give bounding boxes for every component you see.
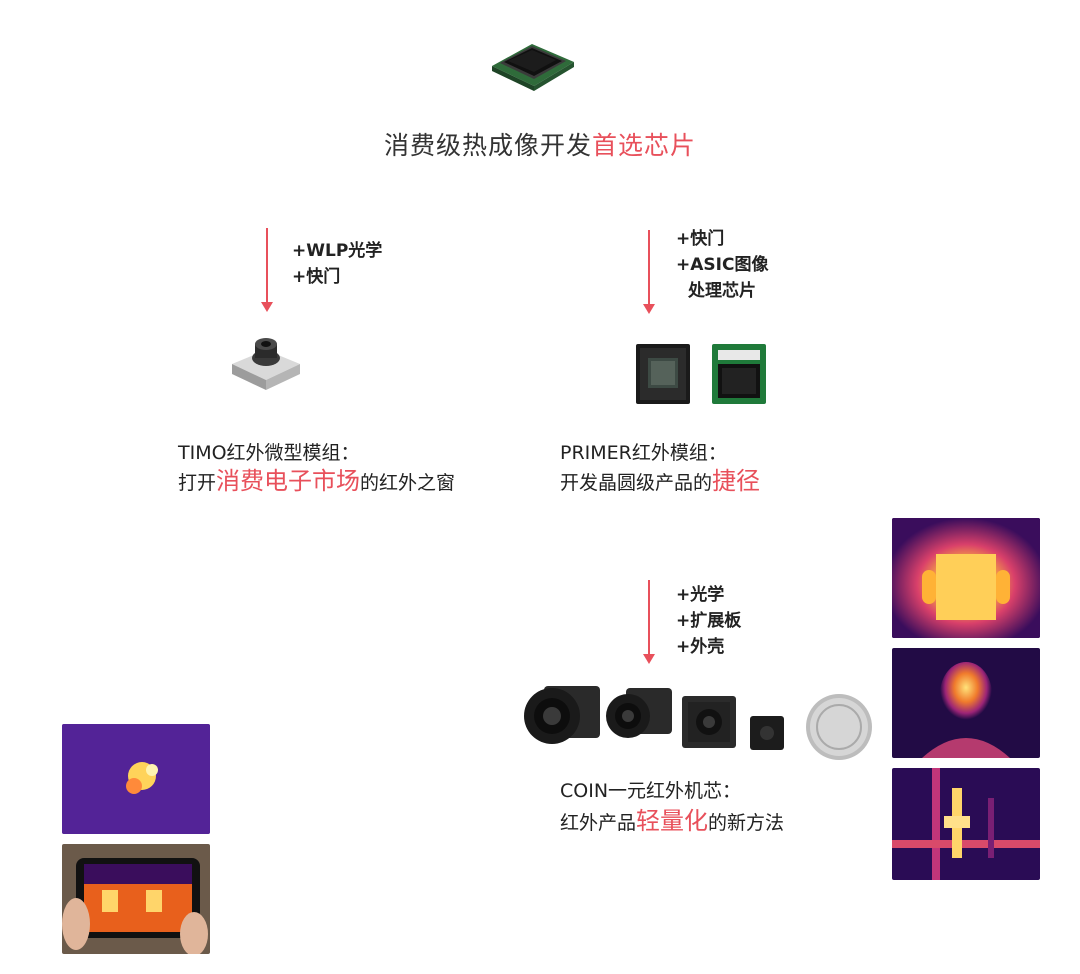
coin-step-2: +扩展板 (676, 611, 742, 631)
primer-module-icon (632, 338, 772, 408)
coin-arrow (648, 580, 650, 654)
title-highlight: 首选芯片 (592, 131, 697, 160)
thermal-image-pipes (892, 768, 1040, 880)
timo-tag-highlight: 消费电子市场 (216, 467, 361, 495)
coin-arrow-head (643, 654, 655, 664)
timo-steps: +WLP光学 +快门 (292, 238, 382, 290)
coin-camera-icon (522, 676, 792, 756)
thermal-image-tablet (62, 844, 210, 954)
primer-tag-prefix: 开发晶圆级产品的 (560, 472, 713, 494)
title-prefix: 消费级热成像开发 (383, 131, 592, 160)
timo-arrow (266, 228, 268, 302)
coin-tagline: 红外产品轻量化的新方法 (560, 806, 784, 838)
coin-step-1: +光学 (676, 585, 725, 605)
thermal-image-person (892, 648, 1040, 758)
coin-tag-prefix: 红外产品 (560, 812, 637, 834)
thermal-image-wall (62, 724, 210, 834)
thermal-image-transformer (892, 518, 1040, 638)
primer-steps: +快门 +ASIC图像 处理芯片 (676, 226, 768, 304)
coin-tag-highlight: 轻量化 (636, 807, 709, 835)
timo-name: TIMO红外微型模组： (178, 442, 360, 464)
primer-arrow (648, 230, 650, 304)
page-title: 消费级热成像开发首选芯片 (0, 126, 1080, 162)
timo-tag-suffix: 的红外之窗 (360, 472, 456, 494)
coin-steps: +光学 +扩展板 +外壳 (676, 582, 741, 660)
primer-arrow-head (643, 304, 655, 314)
timo-tag-prefix: 打开 (178, 472, 217, 494)
primer-tag-highlight: 捷径 (712, 467, 761, 495)
coin-tag-suffix: 的新方法 (708, 812, 785, 834)
timo-step-2: +快门 (292, 267, 341, 287)
timo-tagline: 打开消费电子市场的红外之窗 (178, 466, 455, 498)
primer-name: PRIMER红外模组： (560, 442, 727, 464)
primer-tagline: 开发晶圆级产品的捷径 (560, 466, 760, 498)
coin-name: COIN一元红外机芯： (560, 780, 742, 802)
primer-step-3: 处理芯片 (688, 281, 756, 301)
primer-step-1: +快门 (676, 229, 725, 249)
wafer-chip-image (486, 30, 578, 92)
timo-module-icon (228, 334, 304, 392)
coin-step-3: +外壳 (676, 637, 725, 657)
coin-battery-icon (804, 692, 874, 762)
primer-step-2: +ASIC图像 (676, 255, 769, 275)
timo-step-1: +WLP光学 (292, 241, 383, 261)
timo-arrow-head (261, 302, 273, 312)
